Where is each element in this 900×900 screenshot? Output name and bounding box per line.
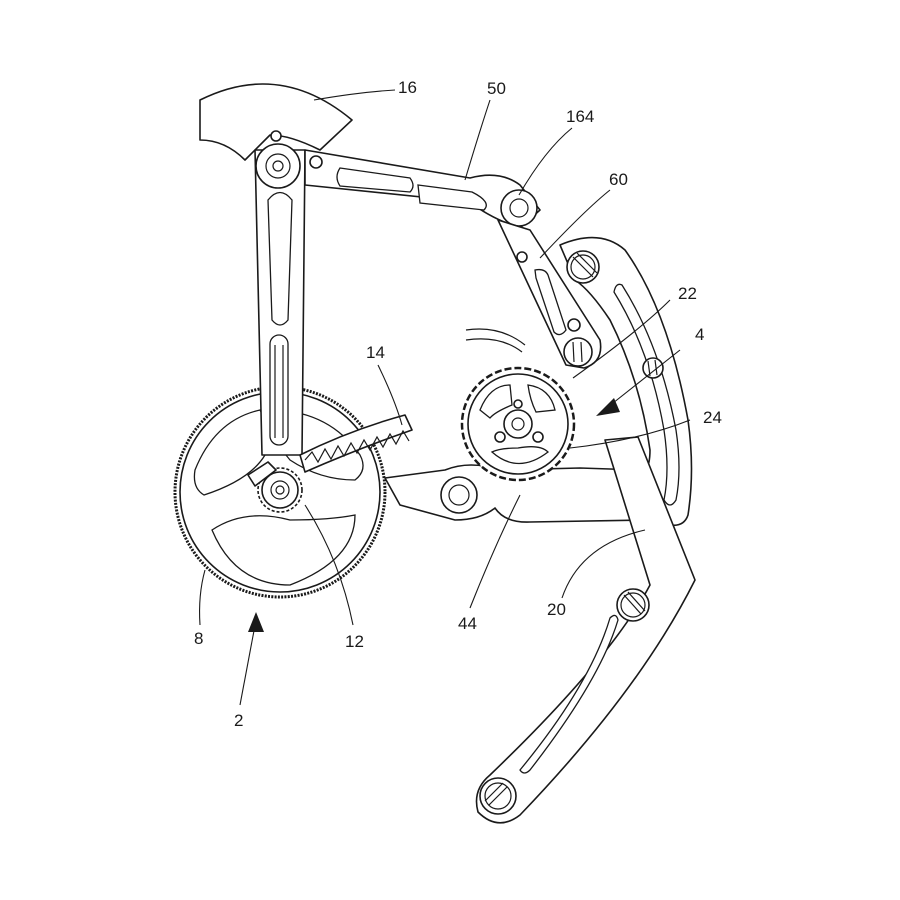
label-60: 60 [609,170,628,189]
rack-sector-14 [299,414,413,473]
screw-right-plate-mid [642,357,664,379]
label-44: 44 [458,614,477,633]
hammer-16 [199,83,353,456]
link-50 [304,149,541,229]
star-wheel-22 [460,366,576,482]
right-plate [559,236,693,527]
screw-link-60 [563,337,593,367]
label-20: 20 [547,600,566,619]
label-24: 24 [703,408,722,427]
screw-44 [440,476,478,514]
label-14: 14 [366,343,385,362]
screw-lever-mid [616,588,650,622]
label-50: 50 [487,79,506,98]
screw-lever-end [479,777,517,815]
label-2: 2 [234,711,243,730]
label-8: 8 [194,629,203,648]
label-22: 22 [678,284,697,303]
link-60 [497,219,602,369]
pinion-12 [247,461,303,513]
screw-right-plate-top [566,250,600,284]
label-12: 12 [345,632,364,651]
arrow-4 [596,349,681,416]
label-4: 4 [695,325,704,344]
label-164: 164 [566,107,594,126]
leader-lines [199,89,691,706]
arrow-2 [248,612,264,632]
arc-spring [465,328,526,346]
lever-20 [475,436,696,824]
label-16: 16 [398,78,417,97]
